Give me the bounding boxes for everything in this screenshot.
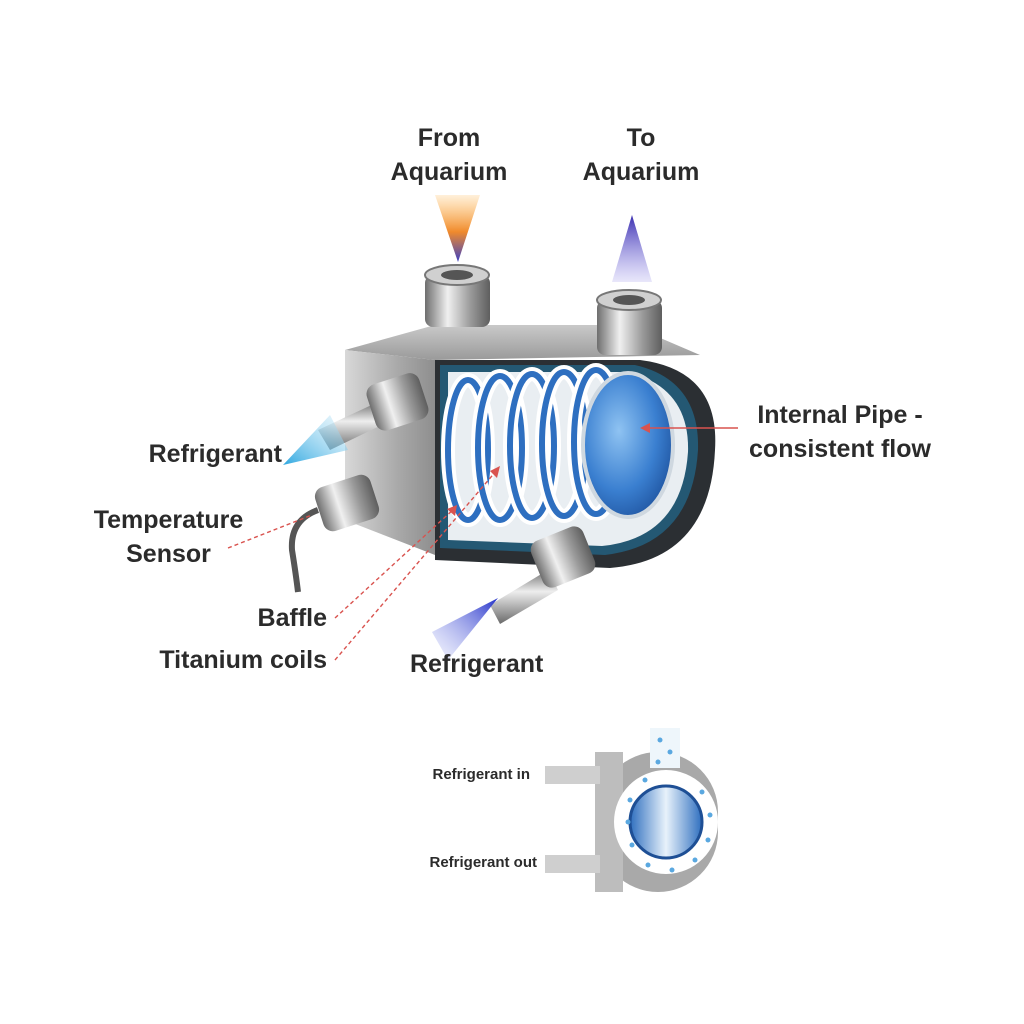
- label-temperature-sensor-line2: Sensor: [126, 540, 211, 568]
- inlet-fitting: [424, 264, 490, 327]
- label-internal-pipe: Internal Pipe - consistent flow: [735, 398, 945, 466]
- label-to-aquarium: To Aquarium: [570, 121, 712, 189]
- refrigerant-out-arrow: [283, 415, 348, 465]
- label-baffle: Baffle: [257, 604, 327, 632]
- label-internal-pipe-line2: consistent flow: [749, 435, 931, 463]
- sensor-fitting: [288, 474, 380, 593]
- water-in-arrow: [435, 195, 480, 262]
- inset-label-refrigerant-out: Refrigerant out: [429, 854, 537, 871]
- baffle-leader: [334, 507, 456, 619]
- sensor-leader: [227, 514, 313, 549]
- label-temperature-sensor: Temperature Sensor: [76, 503, 261, 571]
- outlet-fitting: [596, 289, 662, 355]
- label-to-aquarium-line1: To: [626, 124, 656, 152]
- water-out-arrow: [612, 215, 652, 282]
- label-titanium-coils: Titanium coils: [159, 646, 327, 674]
- titanium-coils: [441, 363, 625, 527]
- label-from-aquarium: From Aquarium: [378, 121, 520, 189]
- label-refrigerant-in: Refrigerant: [410, 650, 544, 678]
- leader-lines: [227, 423, 738, 661]
- label-refrigerant-out: Refrigerant: [148, 440, 282, 468]
- refrigerant-in-arrow: [432, 598, 498, 660]
- label-from-aquarium-line2: Aquarium: [390, 158, 508, 186]
- label-to-aquarium-line2: Aquarium: [582, 158, 700, 186]
- label-temperature-sensor-line1: Temperature: [93, 506, 244, 534]
- label-internal-pipe-line1: Internal Pipe -: [757, 401, 923, 429]
- refrigerant-inlet-fitting: [490, 526, 596, 624]
- internal-pipe: [581, 371, 675, 519]
- label-from-aquarium-line1: From: [417, 124, 481, 152]
- inset-cross-section: [545, 728, 718, 892]
- inset-label-refrigerant-in: Refrigerant in: [432, 766, 530, 783]
